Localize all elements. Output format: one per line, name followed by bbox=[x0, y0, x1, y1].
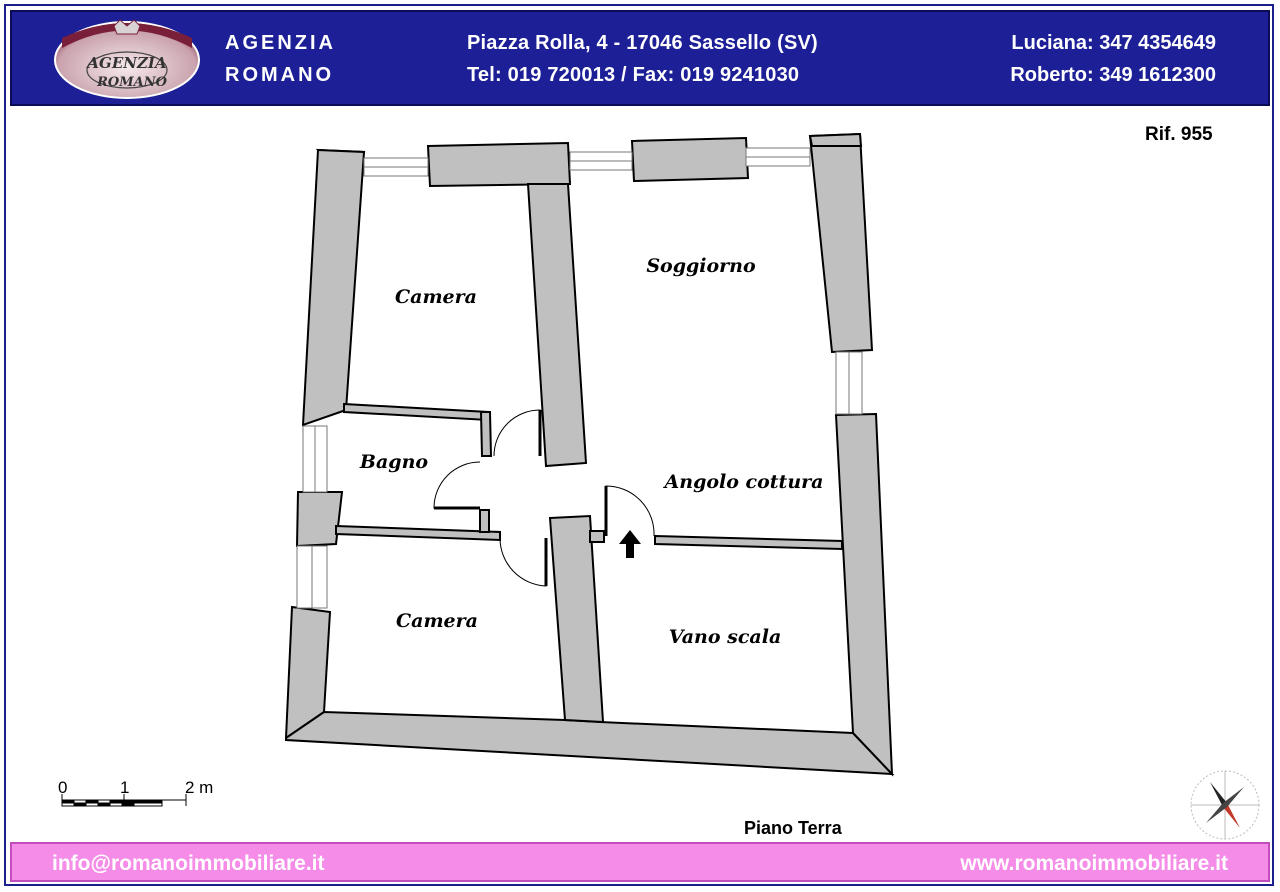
wall-top-right bbox=[630, 136, 750, 183]
footer-bar: info@romanoimmobiliare.it www.romanoimmo… bbox=[10, 842, 1270, 882]
reference-number: Rif. 955 bbox=[1145, 124, 1213, 145]
scale-tick-1: 1 bbox=[120, 778, 130, 797]
footer-email-link[interactable]: info@romanoimmobiliare.it bbox=[52, 852, 325, 875]
window-lines bbox=[311, 156, 850, 608]
header-bar: AGENZIA ROMANO AGENZIA ROMANO Piazza Rol… bbox=[10, 10, 1270, 106]
phone-roberto: Roberto: 349 1612300 bbox=[1010, 64, 1216, 86]
wall-vano-center bbox=[548, 514, 605, 724]
wall-left-mid bbox=[295, 491, 344, 548]
room-label-camera-bottom: Camera bbox=[396, 610, 478, 632]
wall-stub-2 bbox=[479, 509, 490, 533]
wall-right-upper bbox=[808, 132, 874, 354]
wall-right-lower bbox=[834, 412, 894, 777]
wall-top-mid bbox=[426, 141, 572, 188]
agency-logo: AGENZIA ROMANO bbox=[54, 19, 200, 99]
door-bagno-swing bbox=[433, 461, 481, 509]
agency-address: Piazza Rolla, 4 - 17046 Sassello (SV) Te… bbox=[467, 32, 818, 96]
wall-camera-soggiorno bbox=[526, 183, 588, 468]
walls bbox=[284, 132, 895, 777]
page-frame bbox=[4, 4, 1274, 886]
door-entry-swing bbox=[605, 485, 655, 537]
door-swings bbox=[433, 409, 655, 587]
agency-name-line1: AGENZIA bbox=[225, 32, 336, 54]
agency-name-line2: ROMANO bbox=[225, 64, 335, 86]
agency-phones: Luciana: 347 4354649 Roberto: 349 161230… bbox=[1010, 32, 1216, 96]
room-label-bagno: Bagno bbox=[359, 451, 428, 473]
compass-icon bbox=[1190, 770, 1260, 840]
scale-bar bbox=[61, 794, 187, 807]
room-label-soggiorno: Soggiorno bbox=[646, 255, 756, 277]
scale-tick-0: 0 bbox=[58, 778, 68, 797]
wall-top-corner bbox=[808, 132, 863, 147]
door-camera-swing bbox=[493, 409, 541, 457]
wall-left-upper bbox=[301, 148, 366, 427]
logo-text-bottom: ROMANO bbox=[96, 75, 167, 90]
wall-bottom bbox=[285, 710, 895, 776]
door-camera-bottom-swing bbox=[499, 537, 547, 587]
wall-kitchen-bottom bbox=[654, 534, 843, 551]
phone-luciana: Luciana: 347 4354649 bbox=[1011, 32, 1216, 54]
agency-name: AGENZIA ROMANO bbox=[225, 32, 336, 96]
tel-fax-line: Tel: 019 720013 / Fax: 019 9241030 bbox=[467, 64, 800, 86]
logo-text-top: AGENZIA bbox=[85, 54, 166, 72]
entrance-arrow-icon bbox=[619, 530, 641, 558]
footer-website-link[interactable]: www.romanoimmobiliare.it bbox=[960, 852, 1228, 875]
floor-title: Piano Terra bbox=[744, 818, 842, 838]
scale-tick-2: 2 m bbox=[185, 778, 214, 797]
room-label-vano-scala: Vano scala bbox=[669, 626, 782, 648]
room-label-camera-top: Camera bbox=[395, 286, 477, 308]
room-label-angolo-cottura: Angolo cottura bbox=[663, 471, 824, 493]
address-line: Piazza Rolla, 4 - 17046 Sassello (SV) bbox=[467, 32, 818, 54]
wall-bagno-bottom bbox=[335, 524, 501, 542]
wall-stub-3 bbox=[589, 530, 605, 543]
wall-stub-1 bbox=[479, 411, 493, 457]
wall-bagno-top bbox=[343, 402, 489, 422]
